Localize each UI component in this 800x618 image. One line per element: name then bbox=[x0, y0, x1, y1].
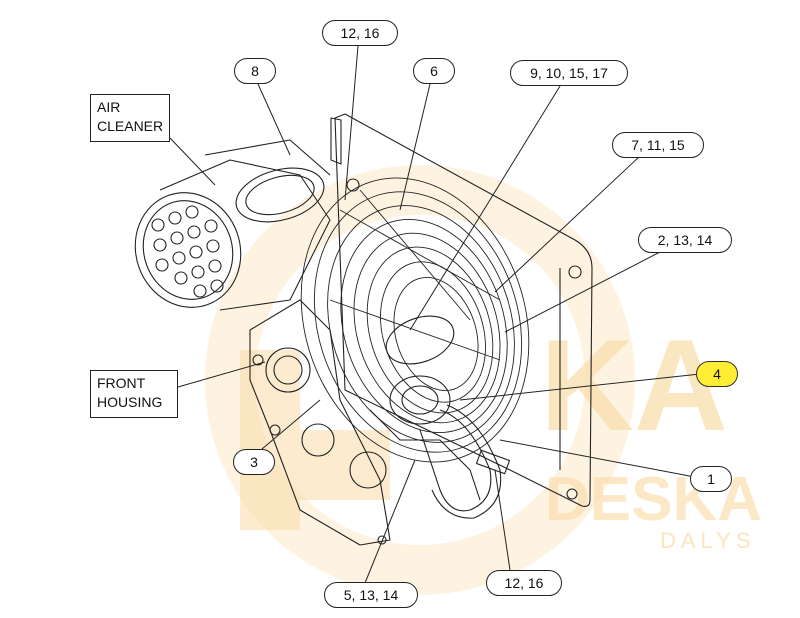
air-cleaner bbox=[134, 139, 331, 311]
callout-12-16-bottom: 12, 16 bbox=[486, 570, 562, 596]
callout-8: 8 bbox=[234, 58, 276, 84]
label-air-cleaner-line1: AIR bbox=[97, 99, 121, 115]
callout-12-16-top: 12, 16 bbox=[322, 20, 398, 46]
callout-1: 1 bbox=[690, 466, 732, 492]
leader-lines bbox=[169, 45, 701, 584]
callout-7-11-15: 7, 11, 15 bbox=[612, 132, 704, 158]
fan-guard bbox=[300, 177, 530, 463]
callout-4: 4 bbox=[696, 361, 738, 387]
label-front-housing-line2: HOUSING bbox=[97, 394, 163, 410]
label-front-housing: FRONT HOUSING bbox=[90, 370, 178, 418]
shroud-plate bbox=[334, 113, 593, 507]
watermark-big: KA bbox=[540, 312, 728, 458]
callout-2-13-14: 2, 13, 14 bbox=[638, 227, 732, 253]
label-front-housing-line1: FRONT bbox=[97, 375, 146, 391]
label-air-cleaner-line2: CLEANER bbox=[97, 118, 164, 134]
front-housing bbox=[249, 299, 391, 546]
label-air-cleaner: AIR CLEANER bbox=[90, 94, 170, 142]
callout-6: 6 bbox=[413, 58, 455, 84]
callout-3: 3 bbox=[233, 449, 275, 475]
callout-9-10-15-17: 9, 10, 15, 17 bbox=[510, 60, 628, 86]
watermark-sub: DALYS bbox=[660, 528, 756, 553]
callout-5-13-14: 5, 13, 14 bbox=[324, 582, 418, 608]
